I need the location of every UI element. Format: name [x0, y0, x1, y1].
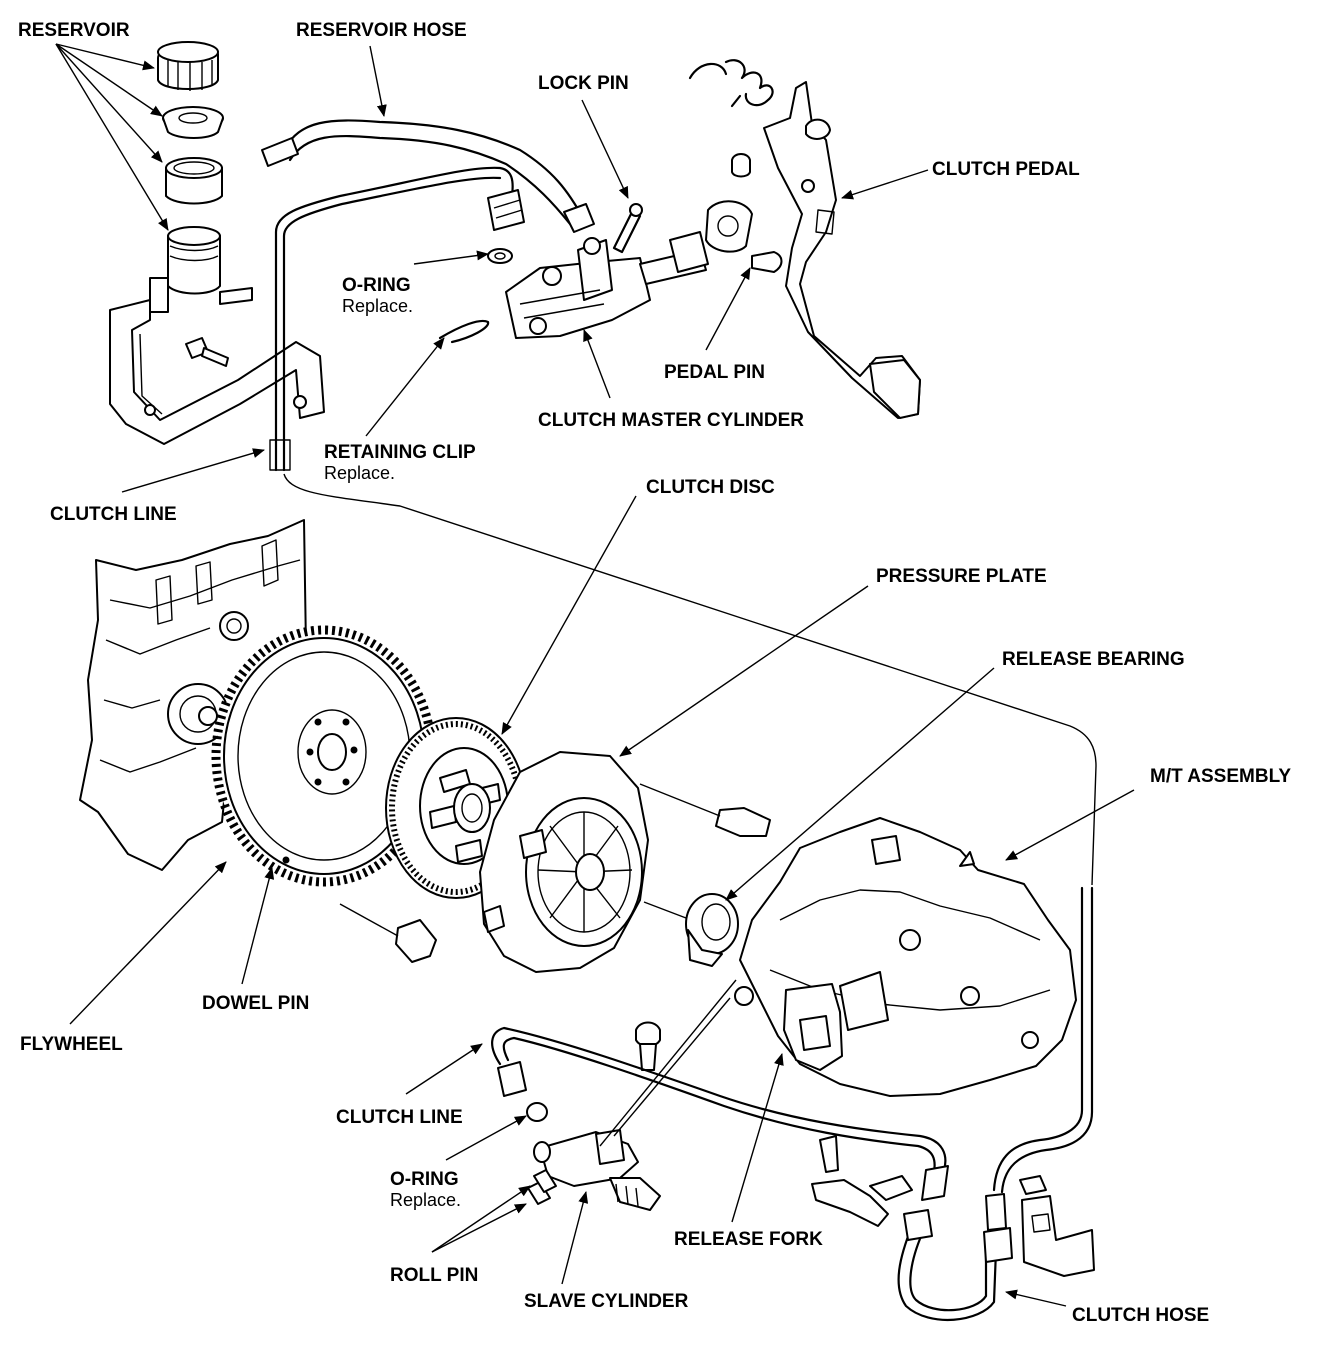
- label-clutch-line-bottom-text: CLUTCH LINE: [336, 1107, 463, 1128]
- label-reservoir: RESERVOIR: [18, 20, 130, 41]
- label-o-ring-top-text: O-RING: [342, 275, 411, 296]
- o-ring-bottom-part: [526, 1102, 548, 1122]
- label-reservoir-text: RESERVOIR: [18, 20, 130, 41]
- label-o-ring-top: O-RING Replace.: [342, 275, 413, 316]
- label-clutch-line-top-text: CLUTCH LINE: [50, 504, 177, 525]
- label-pedal-pin-text: PEDAL PIN: [664, 362, 766, 383]
- label-o-ring-bottom-note: Replace.: [390, 1190, 462, 1211]
- label-slave-cylinder: SLAVE CYLINDER: [524, 1291, 688, 1312]
- mt-assembly-part: [734, 817, 1077, 1097]
- lock-pin-part: [612, 203, 643, 254]
- label-release-fork: RELEASE FORK: [674, 1229, 823, 1250]
- label-flywheel-text: FLYWHEEL: [20, 1034, 123, 1055]
- bracket-bolt: [185, 337, 229, 367]
- slave-cylinder-bolt: [635, 1021, 661, 1071]
- label-retaining-clip-note: Replace.: [324, 463, 396, 484]
- label-pressure-plate-text: PRESSURE PLATE: [876, 566, 1047, 587]
- label-clutch-pedal: CLUTCH PEDAL: [932, 159, 1080, 180]
- label-reservoir-hose-text: RESERVOIR HOSE: [296, 20, 467, 41]
- label-pedal-pin: PEDAL PIN: [664, 362, 765, 383]
- pressure-plate-bolt: [639, 783, 771, 837]
- pressure-plate-part: [479, 751, 649, 973]
- clutch-line-upper-pipe: [274, 166, 514, 472]
- slave-cylinder-part: [533, 1129, 661, 1211]
- label-roll-pin: ROLL PIN: [390, 1265, 478, 1286]
- hose-fitting-left: [261, 137, 299, 167]
- flywheel-bolt: [339, 903, 437, 963]
- label-pressure-plate: PRESSURE PLATE: [876, 566, 1047, 587]
- label-clutch-master-cylinder: CLUTCH MASTER CYLINDER: [538, 410, 804, 431]
- release-bearing-part: [643, 893, 739, 967]
- label-dowel-pin-text: DOWEL PIN: [202, 993, 310, 1014]
- label-slave-cylinder-text: SLAVE CYLINDER: [524, 1291, 689, 1312]
- clutch-pedal-part: [763, 81, 921, 419]
- reservoir-body: [149, 226, 253, 313]
- pedal-pin-part: [751, 251, 783, 273]
- release-fork-part: [811, 1135, 913, 1227]
- label-lock-pin: LOCK PIN: [538, 73, 629, 94]
- label-o-ring-bottom-text: O-RING: [390, 1169, 459, 1190]
- hose-bracket: [1019, 1175, 1095, 1277]
- label-release-fork-text: RELEASE FORK: [674, 1229, 823, 1250]
- clutch-line-lower-pipe: [491, 1026, 947, 1172]
- leader-arrows: [55, 43, 1135, 1307]
- label-clutch-disc: CLUTCH DISC: [646, 477, 775, 498]
- label-dowel-pin: DOWEL PIN: [202, 993, 309, 1014]
- reservoir-baffle: [165, 157, 223, 205]
- clutch-line-flare-nut: [487, 189, 525, 231]
- label-release-bearing: RELEASE BEARING: [1002, 649, 1185, 670]
- clutch-master-cylinder-part: [505, 200, 753, 339]
- reservoir-cap: [157, 41, 219, 91]
- label-o-ring-bottom: O-RING Replace.: [390, 1169, 461, 1210]
- hose-fitting-right: [563, 203, 595, 233]
- reservoir-bracket: [109, 299, 325, 445]
- label-clutch-hose-text: CLUTCH HOSE: [1072, 1305, 1210, 1326]
- label-clutch-disc-text: CLUTCH DISC: [646, 477, 775, 498]
- label-roll-pin-text: ROLL PIN: [390, 1265, 479, 1286]
- o-ring-top-part: [487, 248, 513, 264]
- label-clutch-hose: CLUTCH HOSE: [1072, 1305, 1209, 1326]
- label-flywheel: FLYWHEEL: [20, 1034, 123, 1055]
- pedal-spring: [688, 59, 774, 108]
- label-clutch-line-bottom: CLUTCH LINE: [336, 1107, 463, 1128]
- label-o-ring-top-note: Replace.: [342, 296, 414, 317]
- roll-pins: [527, 1169, 557, 1205]
- label-mt-assembly-text: M/T ASSEMBLY: [1150, 766, 1292, 787]
- clutch-hose-part: [897, 1193, 1013, 1322]
- label-clutch-master-cylinder-text: CLUTCH MASTER CYLINDER: [538, 410, 804, 431]
- label-clutch-pedal-text: CLUTCH PEDAL: [932, 159, 1080, 180]
- pedal-bushing: [731, 153, 751, 178]
- reservoir-hose: [282, 119, 586, 222]
- label-clutch-line-top: CLUTCH LINE: [50, 504, 177, 525]
- reservoir-seal: [162, 106, 224, 139]
- label-mt-assembly: M/T ASSEMBLY: [1150, 766, 1291, 787]
- engine-block: [79, 519, 307, 871]
- label-lock-pin-text: LOCK PIN: [538, 73, 629, 94]
- clutch-line-long-run: [283, 473, 1097, 886]
- label-reservoir-hose: RESERVOIR HOSE: [296, 20, 467, 41]
- label-retaining-clip: RETAINING CLIP Replace.: [324, 442, 476, 483]
- label-retaining-clip-text: RETAINING CLIP: [324, 442, 476, 463]
- retaining-clip-part: [438, 319, 490, 344]
- label-release-bearing-text: RELEASE BEARING: [1002, 649, 1185, 670]
